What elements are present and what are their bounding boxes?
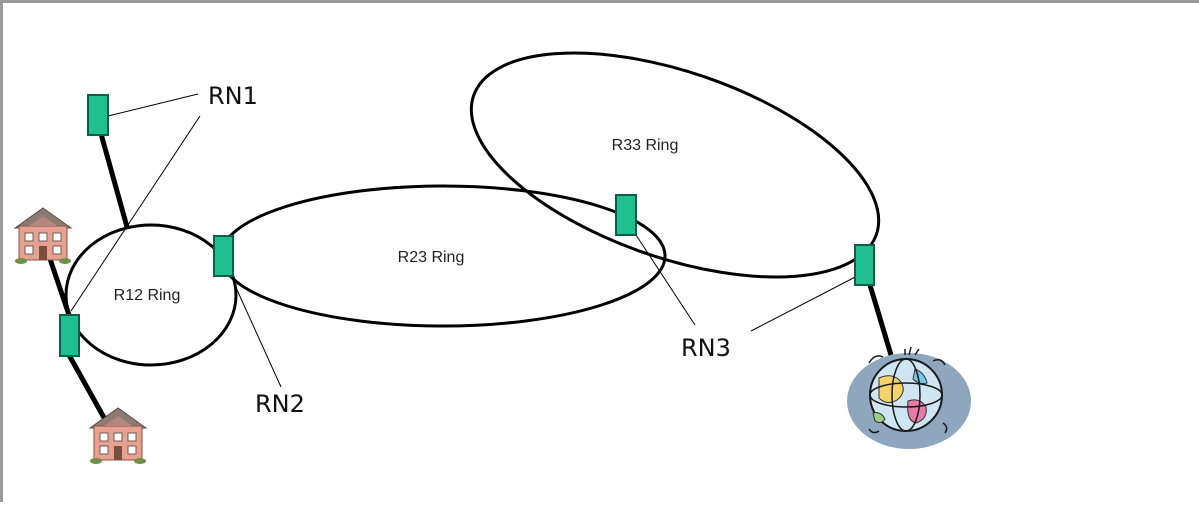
callout-label-rn2: RN2 [255, 390, 305, 418]
callout-label-rn3: RN3 [681, 334, 731, 362]
ring-r12 [64, 223, 238, 367]
callout-label-rn1: RN1 [208, 82, 258, 110]
network-ring-diagram: R12 Ring R23 Ring R33 Ring RN1 RN2 RN3 [13, 51, 971, 464]
ring-label-r23: R23 Ring [398, 249, 465, 266]
ring-label-r12: R12 Ring [114, 287, 181, 304]
ring-label-r33: R33 Ring [612, 137, 679, 154]
network-node-icon [615, 194, 637, 236]
callout-line-rn2 [232, 280, 282, 388]
callout-line-rn1-a [107, 93, 199, 117]
ring-r33 [469, 51, 881, 279]
network-node-icon [854, 244, 875, 286]
house-icon [13, 207, 73, 264]
link-rn1-r12 [95, 122, 130, 228]
house-icon [88, 407, 148, 464]
network-node-icon [59, 314, 80, 357]
network-node-icon [213, 235, 234, 277]
link-house-top-node [45, 252, 72, 316]
callout-line-rn1-b [70, 115, 201, 312]
callout-line-rn3-a [635, 234, 696, 326]
network-node-icon [87, 94, 109, 136]
globe-icon [847, 346, 971, 449]
callout-line-rn3-b [750, 272, 864, 332]
link-node-house-bottom [66, 353, 110, 425]
